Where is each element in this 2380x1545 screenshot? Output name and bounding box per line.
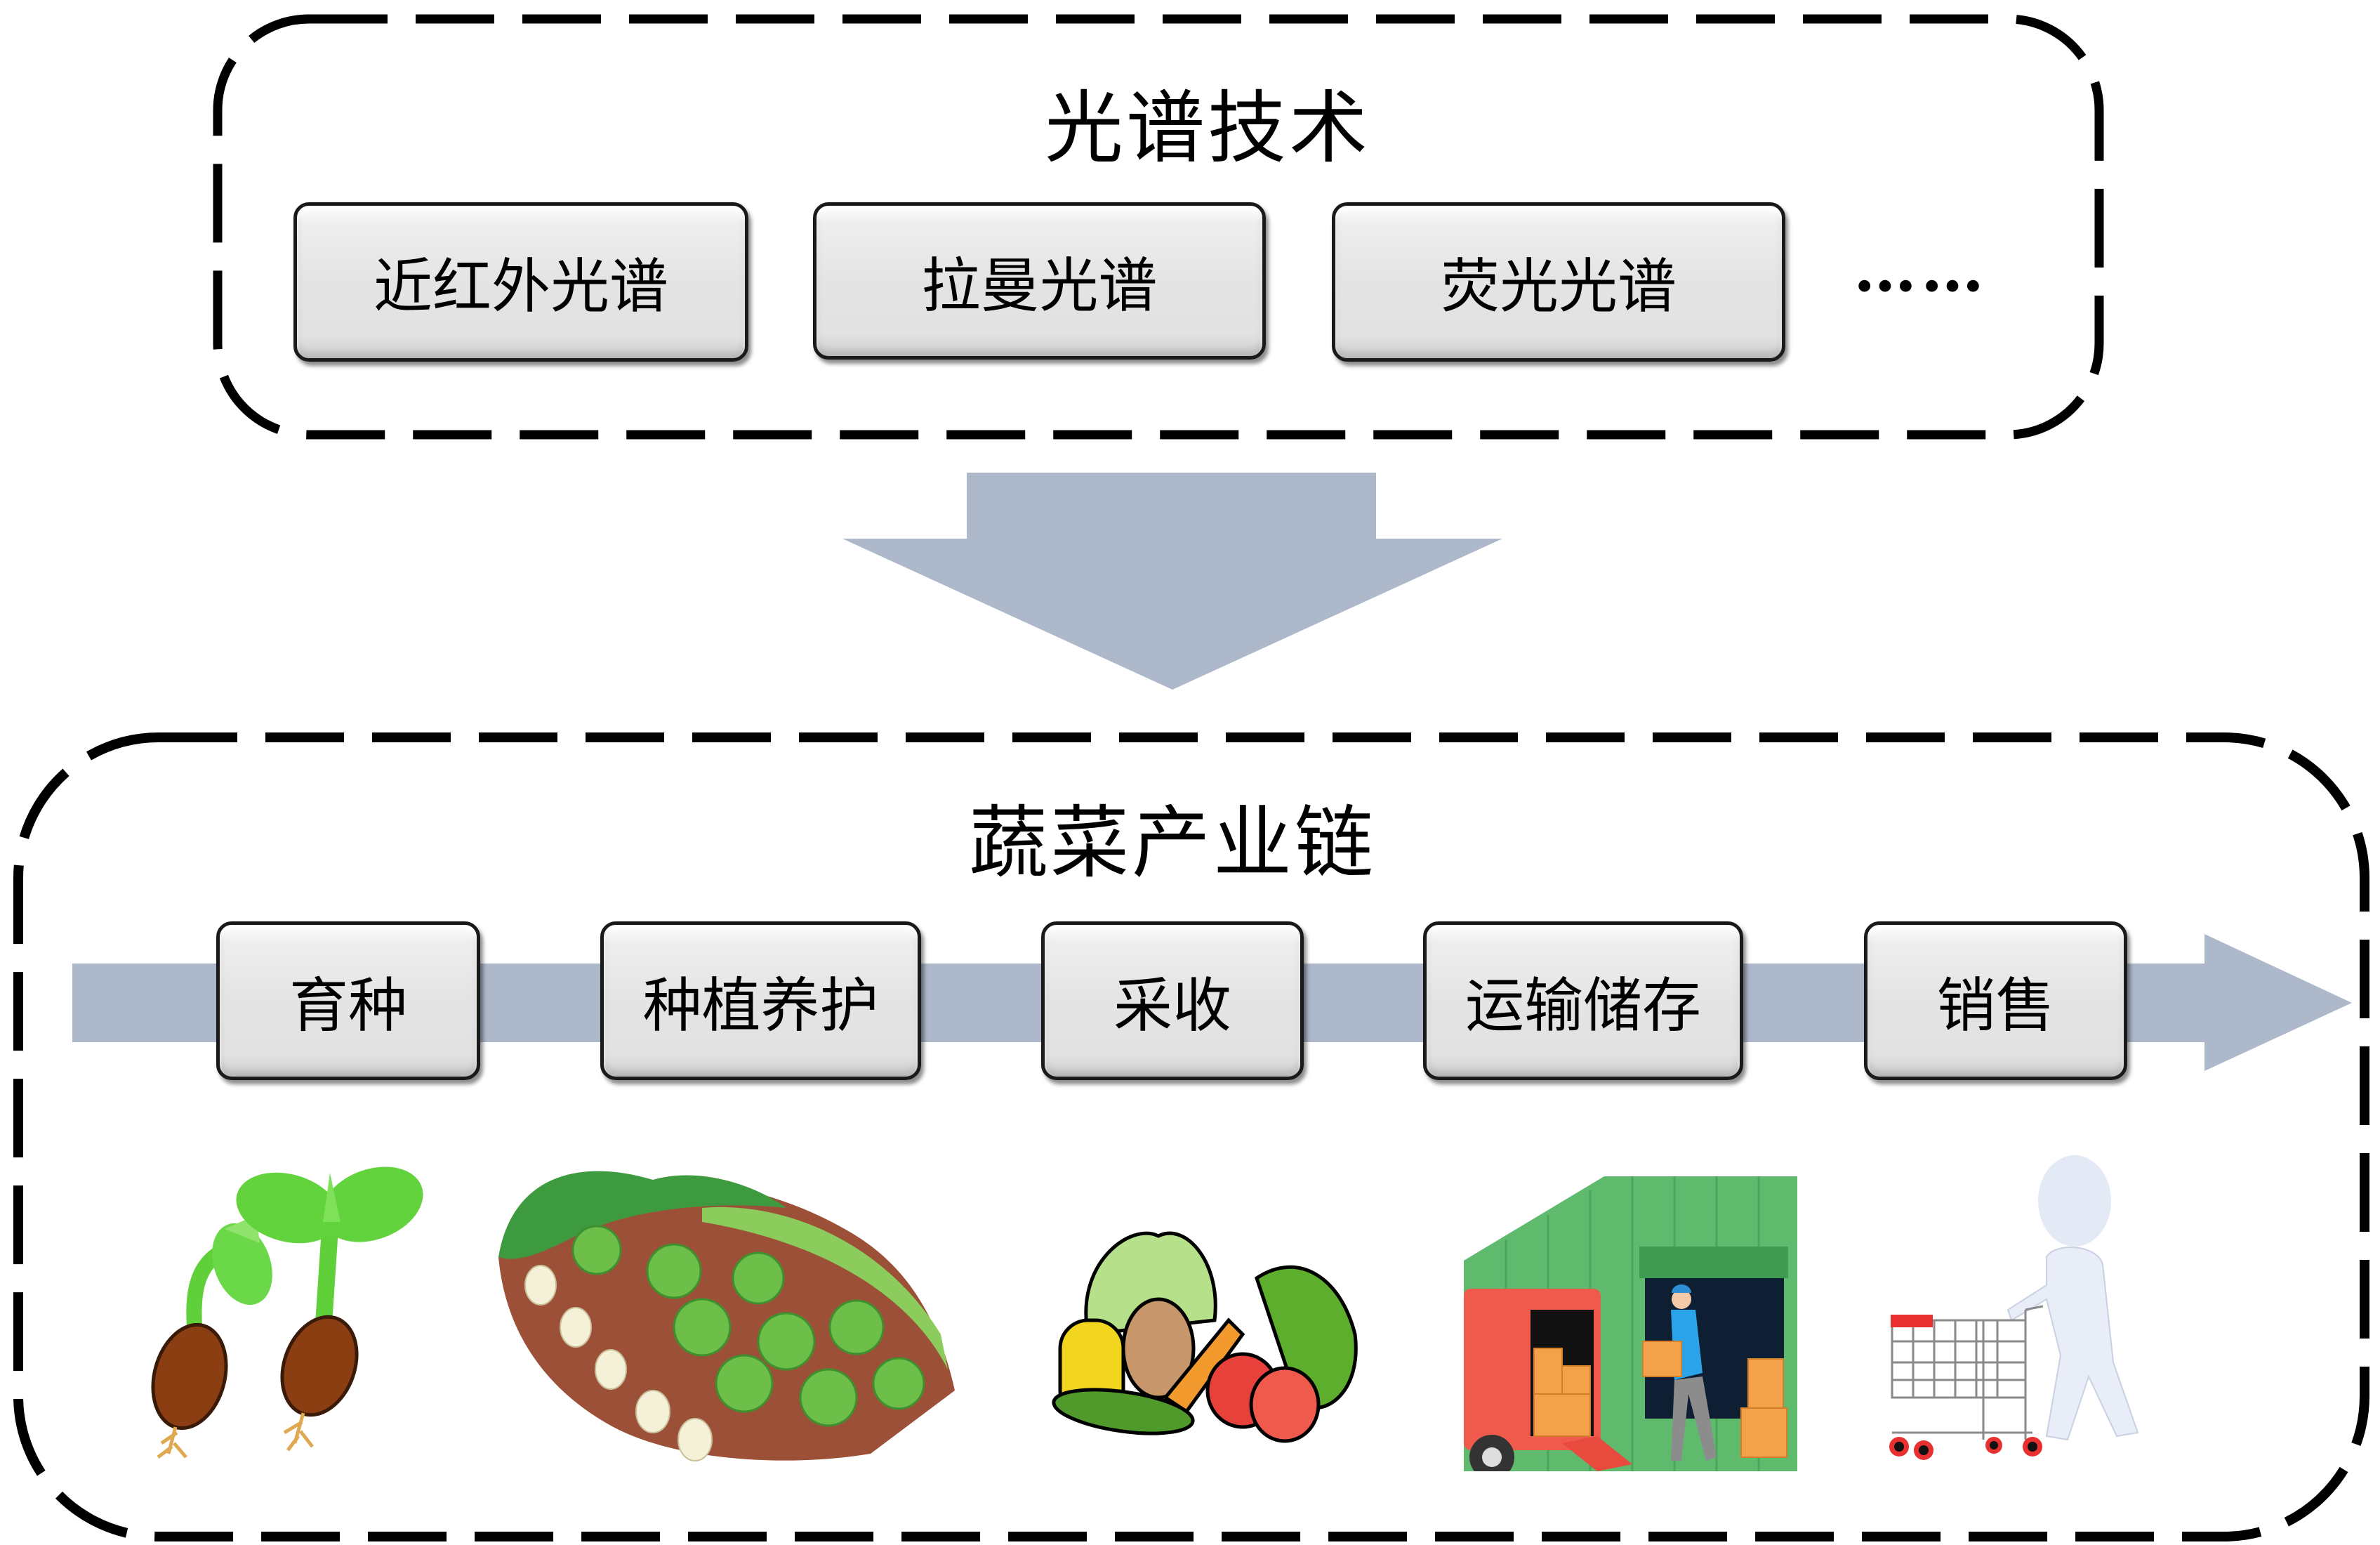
stage-cultivation[interactable]: 种植养护 [600,921,921,1080]
down-arrow-icon [842,473,1502,690]
spectroscopy-title: 光谱技术 [1045,83,1370,174]
delivery-truck-warehouse-icon [1464,1176,1797,1471]
vegetable-field-icon [498,1171,955,1461]
method-near-infrared[interactable]: 近红外光谱 [293,202,748,362]
stage-harvest[interactable]: 采收 [1041,921,1304,1080]
stage-breeding[interactable]: 育种 [216,921,480,1080]
supply-chain-group-border [13,732,2369,1541]
spectroscopy-group-border [213,14,2104,440]
supply-chain-title: 蔬菜产业链 [969,798,1376,889]
more-methods-ellipsis: …… [1853,232,1988,306]
stage-transport-storage[interactable]: 运输储存 [1423,921,1743,1080]
shopping-cart-person-icon [1889,1155,2139,1460]
seedling-icon [151,1166,423,1459]
method-fluorescence[interactable]: 荧光光谱 [1332,202,1785,362]
stage-sales[interactable]: 销售 [1864,921,2127,1080]
harvested-vegetables-icon [1052,1231,1358,1443]
method-raman[interactable]: 拉曼光谱 [813,202,1266,360]
